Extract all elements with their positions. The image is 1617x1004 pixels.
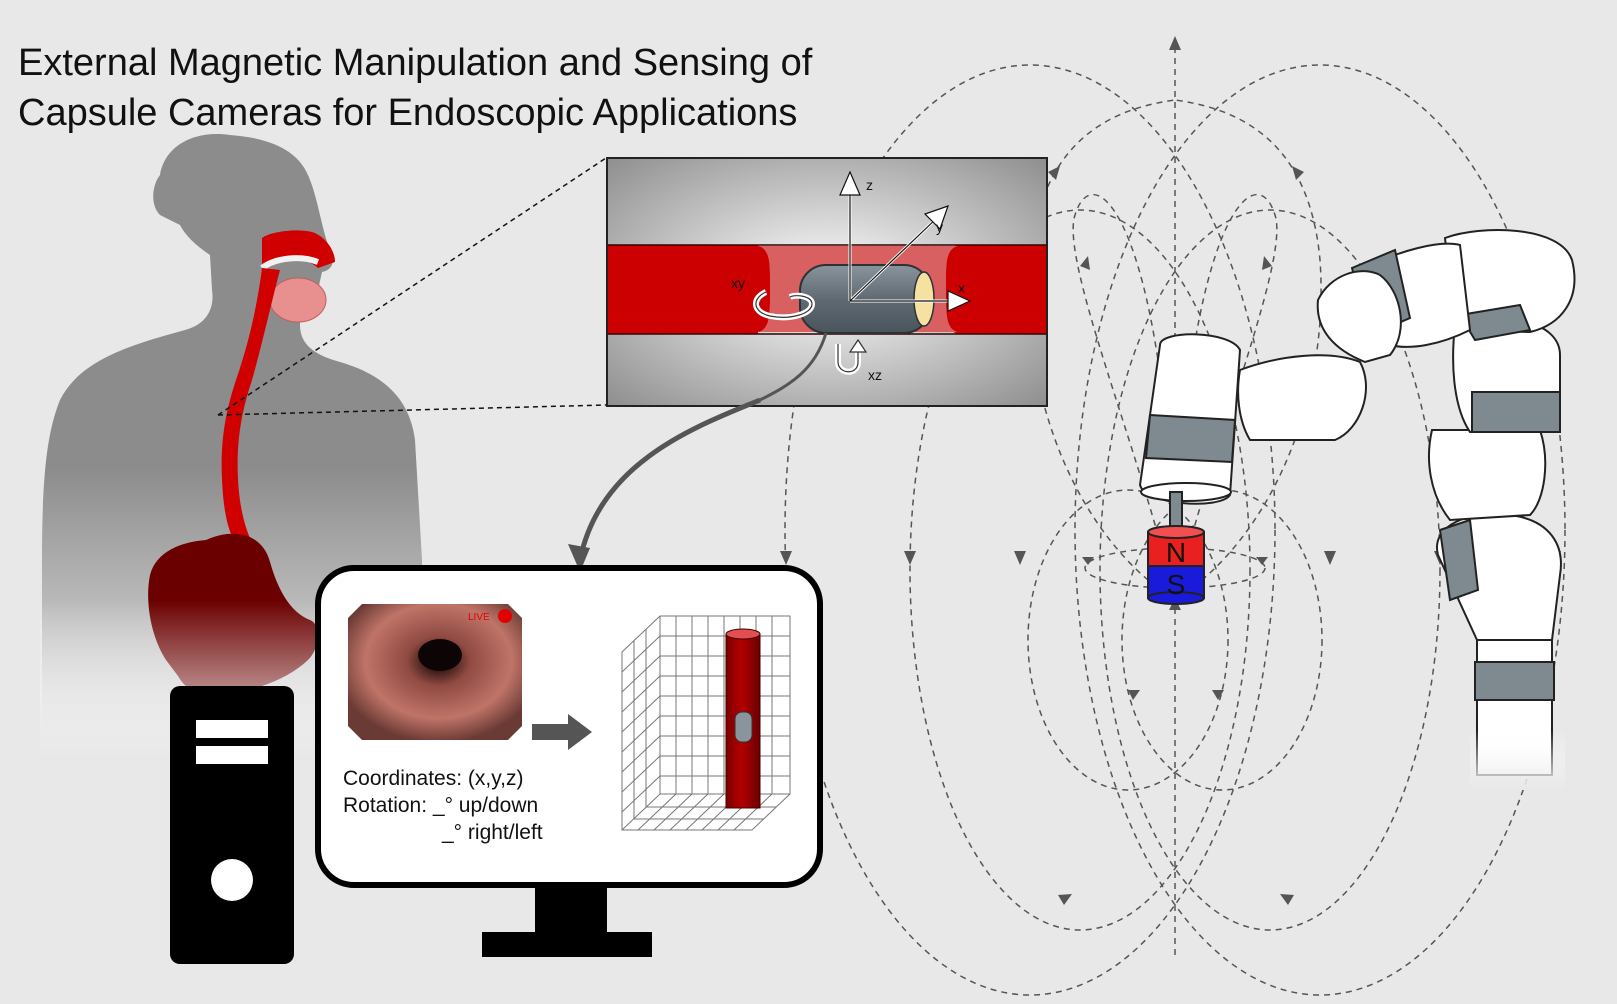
robot-fade-overlay — [1470, 730, 1565, 790]
live-label: LIVE — [468, 612, 490, 623]
field-line-left-1 — [1072, 193, 1176, 601]
endoscope-image — [348, 604, 522, 740]
inset-callout-lines — [217, 157, 607, 416]
live-indicator-icon — [498, 609, 512, 623]
rotation-xz-label: xz — [868, 367, 882, 383]
rotation-text: Rotation: _° up/down — [343, 794, 538, 817]
diagram-title: External Magnetic Manipulation and Sensi… — [18, 38, 812, 138]
field-arrowheads — [780, 36, 1561, 905]
title-line-2: Capsule Cameras for Endoscopic Applicati… — [18, 92, 798, 134]
coordinates-text: Coordinates: (x,y,z) — [343, 767, 524, 790]
axis-x-arrowhead — [947, 290, 972, 312]
capsule-position-marker — [734, 711, 753, 743]
magnet-south-label: S — [1167, 569, 1186, 600]
3d-position-grid — [621, 615, 791, 831]
title-line-1: External Magnetic Manipulation and Sensi… — [18, 42, 813, 84]
axis-x-label: x — [958, 280, 965, 296]
field-line-left-4 — [784, 64, 1276, 996]
field-line-right-3 — [1099, 209, 1441, 931]
axis-z-arrowhead — [839, 170, 861, 196]
monitor-icon: LIVE — [315, 565, 823, 957]
rotation-text-2: _° right/left — [441, 821, 543, 844]
process-arrow-icon — [568, 714, 592, 750]
signal-arrowhead — [568, 544, 590, 572]
axis-y-arrowhead — [923, 205, 949, 231]
field-line-right-4 — [1074, 64, 1566, 996]
field-line-right-2 — [1174, 99, 1322, 601]
field-line-left-5 — [1027, 489, 1229, 791]
axis-z-label: z — [866, 177, 873, 193]
magnet-north-label: N — [1166, 537, 1186, 568]
capsule-camera-icon — [799, 264, 931, 334]
signal-arrow — [577, 397, 761, 561]
permanent-magnet — [1147, 525, 1205, 605]
rotation-xy-label: xy — [731, 275, 745, 291]
field-line-equator — [1084, 547, 1266, 589]
robot-arm-icon — [1138, 229, 1576, 776]
desktop-tower-icon — [170, 686, 294, 964]
field-line-left-3 — [909, 209, 1251, 931]
capsule-inset: z y x xy xz — [606, 157, 1048, 407]
axis-y-label: y — [936, 219, 943, 235]
